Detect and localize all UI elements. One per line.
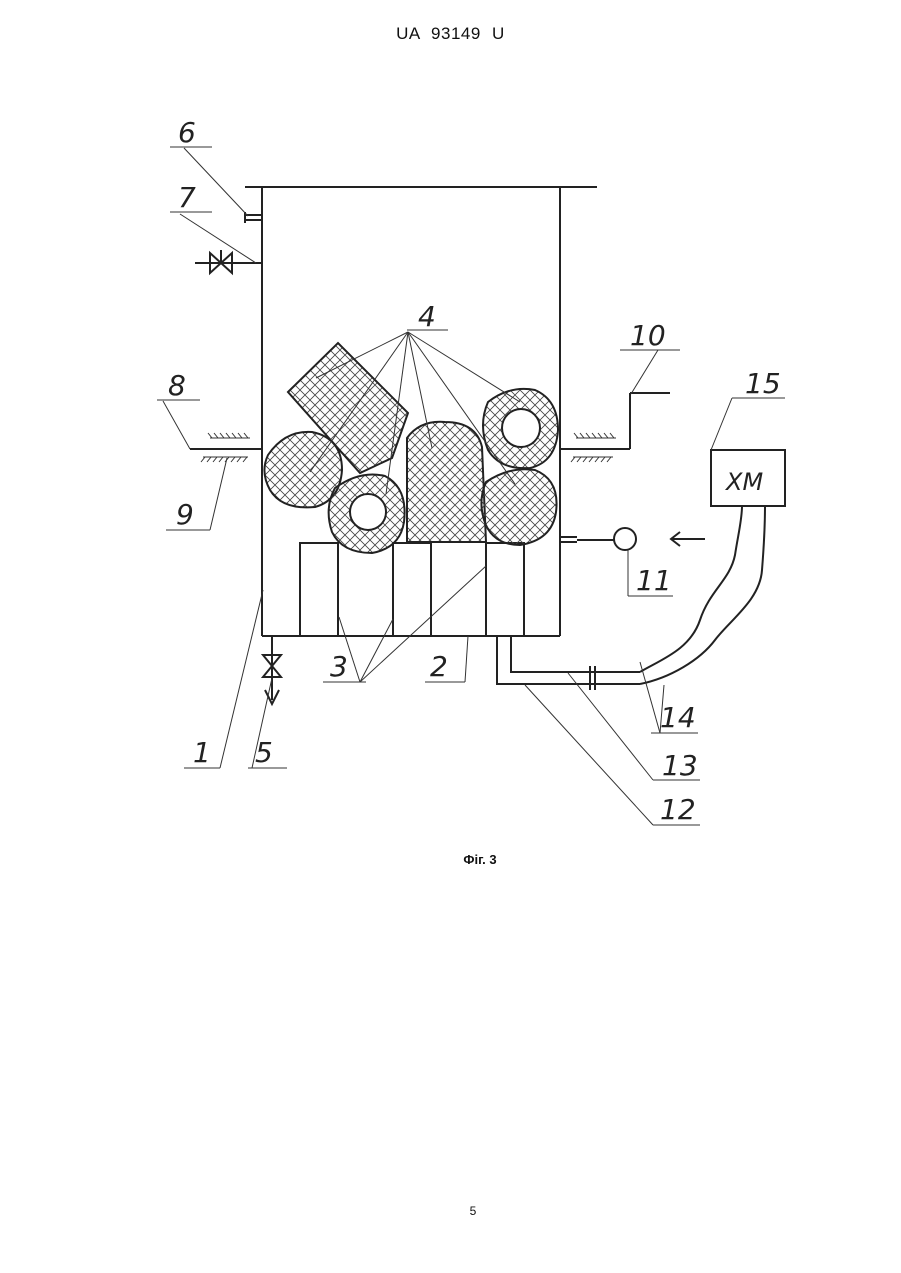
drain-valve	[263, 636, 281, 704]
label-2: 2	[430, 650, 448, 683]
pump	[560, 528, 705, 550]
mounting-flange	[190, 433, 262, 462]
label-3: 3	[330, 650, 348, 683]
label-11: 11	[636, 564, 672, 597]
label-14: 14	[660, 701, 696, 734]
air-vent	[245, 212, 262, 223]
label-10: 10	[630, 319, 666, 352]
label-9: 9	[176, 498, 194, 531]
label-13: 13	[662, 749, 698, 782]
label-7: 7	[178, 181, 196, 214]
label-15: 15	[745, 367, 781, 400]
label-12: 12	[660, 793, 696, 826]
outlet-pipe	[560, 393, 670, 462]
page-number: 5	[0, 1204, 901, 1218]
label-8: 8	[168, 369, 186, 402]
loaded-items	[264, 343, 558, 553]
supports	[300, 543, 524, 636]
label-4: 4	[418, 300, 436, 333]
inlet-valve	[195, 250, 262, 273]
figure-caption: Фіг. 3	[0, 852, 901, 867]
label-1: 1	[193, 736, 211, 769]
label-6: 6	[178, 116, 196, 149]
label-5: 5	[255, 736, 273, 769]
pipelines	[497, 636, 640, 690]
machine-box-label: ХМ	[724, 468, 763, 496]
